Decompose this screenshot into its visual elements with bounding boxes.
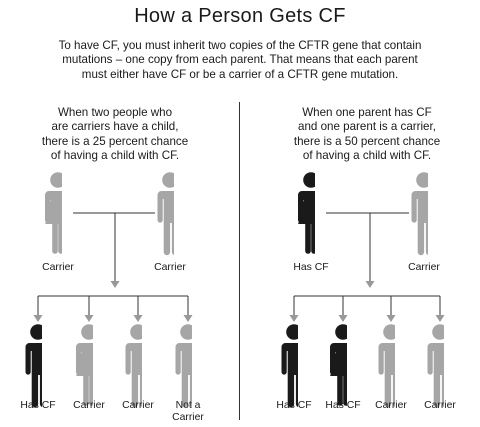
person-label-line: Carrier — [154, 262, 186, 273]
arrow-head — [386, 315, 396, 322]
right-panel-description: When one parent has CF and one parent is… — [262, 106, 472, 164]
left_panel-child-figure — [125, 324, 153, 408]
intro-line: must either have CF or be a carrier of a… — [81, 67, 399, 81]
right_panel-parent-figure — [298, 172, 324, 254]
description-line: there is a 25 percent chance — [41, 134, 189, 148]
arrow-head — [365, 281, 375, 288]
person-figures — [25, 172, 455, 408]
description-line: When two people who — [57, 106, 173, 119]
person-label-line: Has CF — [20, 400, 56, 411]
person-label: Carrier — [384, 262, 464, 274]
person-label-line: Carrier — [172, 412, 204, 423]
person-label: Carrier — [49, 400, 129, 412]
description-line: are carriers have a child, — [51, 120, 179, 134]
arrow-head — [133, 315, 143, 322]
right_panel-child-figure — [427, 324, 455, 408]
person-label: Has CF — [254, 400, 334, 412]
arrow-head — [289, 315, 299, 322]
page-title: How a Person Gets CF — [134, 5, 346, 27]
person-label-line: Carrier — [73, 400, 105, 411]
connector-lines — [33, 212, 445, 322]
left_panel-child-figure — [175, 324, 203, 408]
person-label: Carrier — [98, 400, 178, 412]
intro-text: To have CF, you must inherit two copies … — [26, 39, 454, 82]
left_panel-parent-figure — [45, 172, 71, 254]
right_panel-child-figure — [378, 324, 406, 408]
person-label-line: Carrier — [424, 400, 456, 411]
person-label: Carrier — [400, 400, 480, 412]
description-line: of having a child with CF. — [50, 149, 180, 163]
person-label-line: Carrier — [122, 400, 154, 411]
arrow-head — [110, 281, 120, 288]
left_panel-parent-figure — [157, 172, 185, 256]
arrow-head — [338, 315, 348, 322]
description-line: and one parent is a carrier, — [298, 120, 436, 134]
description-line: When one parent has CF — [302, 106, 432, 119]
right_panel-parent-figure — [411, 172, 439, 256]
description-line: of having a child with CF. — [302, 149, 432, 163]
arrow-head — [435, 315, 445, 322]
arrow-head — [84, 315, 94, 322]
left_panel-child-figure — [76, 324, 102, 406]
right_panel-child-figure — [281, 324, 309, 408]
left_panel-child-figure — [25, 324, 53, 408]
right_panel-child-figure — [330, 324, 356, 406]
person-label-line: Carrier — [408, 262, 440, 273]
person-label: Carrier — [18, 262, 98, 274]
person-label-line: Carrier — [42, 262, 74, 273]
arrow-head — [33, 315, 43, 322]
person-label: Has CF — [0, 400, 78, 412]
panel-divider — [239, 102, 240, 420]
intro-line: To have CF, you must inherit two copies … — [58, 39, 422, 52]
arrow-head — [183, 315, 193, 322]
person-label: Has CF — [303, 400, 383, 412]
intro-line: mutations – one copy from each parent. T… — [62, 53, 418, 67]
person-label-line: Has CF — [293, 262, 329, 273]
person-label-line: Carrier — [375, 400, 407, 411]
person-label-line: Has CF — [276, 400, 312, 411]
person-label: Carrier — [130, 262, 210, 274]
person-label-line: Has CF — [325, 400, 361, 411]
person-label: Carrier — [351, 400, 431, 412]
person-label: Has CF — [271, 262, 351, 274]
person-label-line: Not a — [175, 400, 201, 411]
description-line: there is a 50 percent chance — [293, 134, 441, 148]
left-panel-description: When two people who are carriers have a … — [10, 106, 220, 164]
